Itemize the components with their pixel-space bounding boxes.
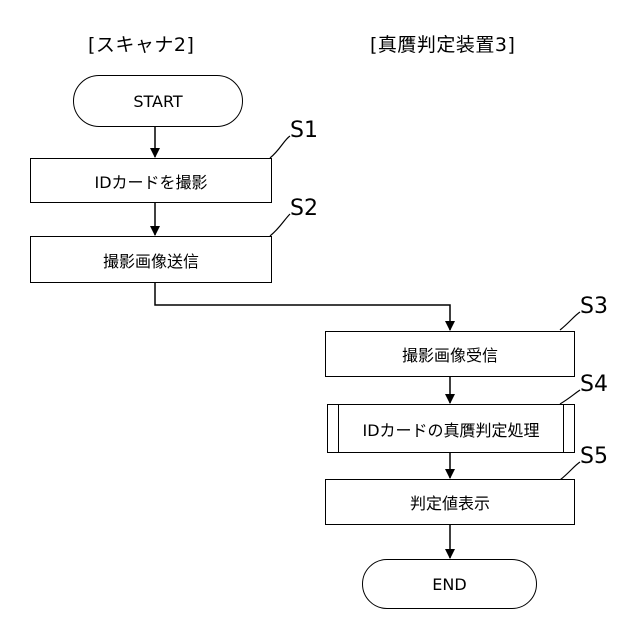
s4-leader <box>560 390 580 404</box>
authenticity-check-subprocess: IDカードの真贋判定処理 <box>327 404 575 453</box>
step-label-s1: S1 <box>290 118 318 143</box>
display-judgement-step: 判定値表示 <box>325 479 575 525</box>
step-label-s5: S5 <box>580 444 608 469</box>
end-terminal: END <box>362 559 537 609</box>
send-image-step: 撮影画像送信 <box>30 236 272 283</box>
s2-leader <box>270 214 290 236</box>
s3-leader <box>560 312 580 330</box>
step-label-s2: S2 <box>290 196 318 221</box>
s1-leader <box>270 136 290 158</box>
receive-image-step: 撮影画像受信 <box>325 331 575 377</box>
capture-id-card-step: IDカードを撮影 <box>30 158 272 203</box>
start-terminal: START <box>73 75 243 127</box>
step-label-s4: S4 <box>580 372 608 397</box>
s5-leader <box>560 462 580 480</box>
arrow-n2-to-n3 <box>155 282 450 330</box>
step-label-s3: S3 <box>580 294 608 319</box>
